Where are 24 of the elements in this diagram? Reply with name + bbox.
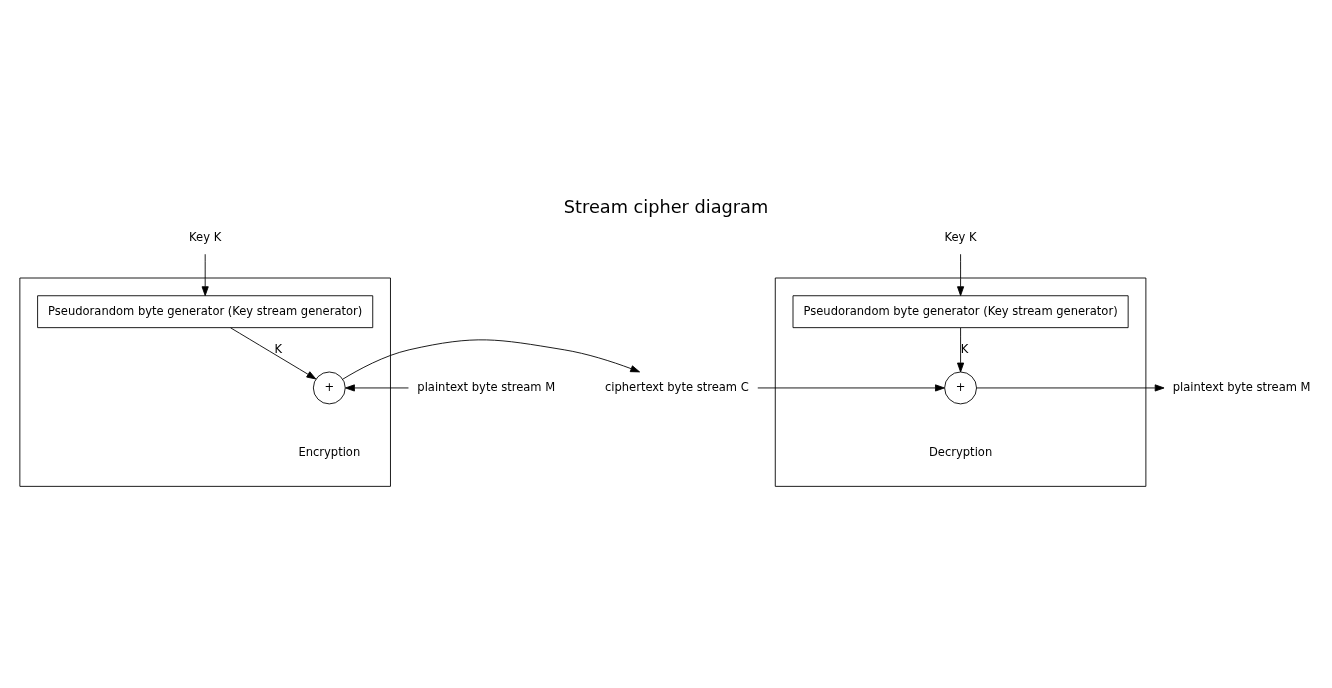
edge-label: K: [274, 341, 283, 356]
arrow: [957, 327, 965, 372]
node-text: Key K: [944, 229, 977, 244]
arrow: [201, 253, 209, 296]
diagram-title: Stream cipher diagram: [563, 196, 769, 217]
node-text: plaintext byte stream M: [1172, 379, 1311, 394]
node-label: Decryption: [928, 444, 993, 459]
node-circle: +: [944, 371, 977, 404]
cluster: [774, 277, 1147, 487]
node-text: Key K: [189, 229, 222, 244]
arrow: [957, 253, 965, 296]
arrow: [757, 383, 945, 391]
node-box: Pseudorandom byte generator (Key stream generator): [37, 294, 374, 328]
arrow: [230, 326, 317, 379]
node-box: Pseudorandom byte generator (Key stream generator): [792, 294, 1129, 328]
node-text: ciphertext byte stream C: [604, 379, 749, 394]
node-circle: +: [312, 371, 346, 404]
arrow: [342, 338, 641, 380]
arrow: [976, 383, 1165, 391]
cluster: [19, 277, 391, 487]
arrow: [345, 383, 409, 391]
node-text: plaintext byte stream M: [417, 379, 556, 394]
edge-label: K: [960, 341, 969, 356]
node-label: Encryption: [298, 444, 361, 459]
